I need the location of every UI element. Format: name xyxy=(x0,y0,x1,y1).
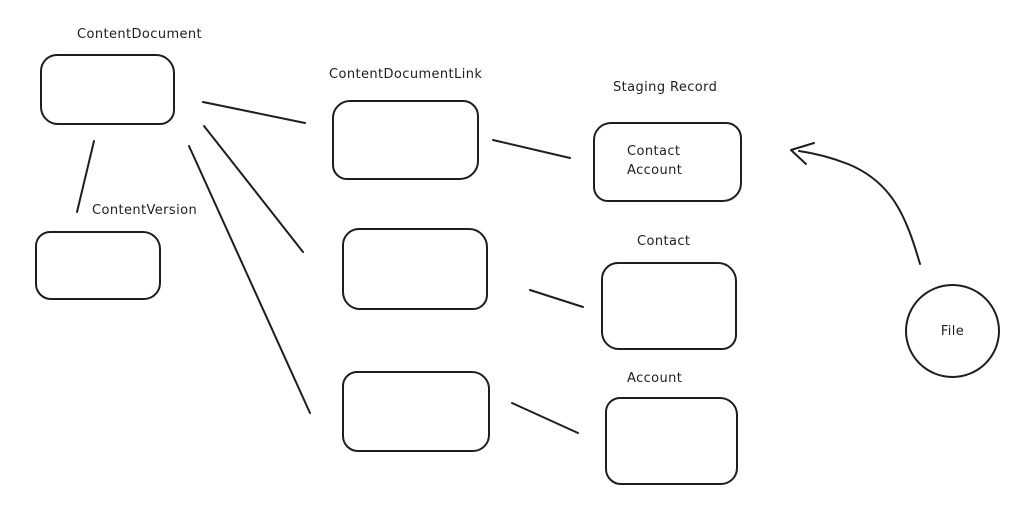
node-file[interactable]: File xyxy=(905,284,1000,378)
node-staging-record[interactable]: Contact Account xyxy=(593,122,742,202)
node-content-document-link-1[interactable] xyxy=(332,100,479,180)
label-content-version: ContentVersion xyxy=(92,203,198,218)
staging-record-line-contact: Contact xyxy=(627,144,681,159)
node-contact[interactable] xyxy=(601,262,737,350)
node-content-document-link-3[interactable] xyxy=(342,371,490,452)
label-staging-record: Staging Record xyxy=(613,80,718,95)
connector-cdl1-staging[interactable] xyxy=(492,139,571,159)
arrowhead-file-to-staging xyxy=(790,142,815,165)
label-content-document-link: ContentDocumentLink xyxy=(329,67,483,82)
arrow-file-to-staging[interactable] xyxy=(798,150,921,265)
staging-record-line-account: Account xyxy=(627,163,683,178)
label-account: Account xyxy=(627,371,683,386)
node-content-document[interactable] xyxy=(40,54,175,125)
node-content-version[interactable] xyxy=(35,231,161,300)
node-content-document-link-2[interactable] xyxy=(342,228,488,310)
label-contact: Contact xyxy=(637,234,691,249)
connector-cdl3-account[interactable] xyxy=(511,402,579,434)
label-content-document: ContentDocument xyxy=(77,27,203,42)
connector-contentdocument-cdl3[interactable] xyxy=(188,145,311,414)
connector-contentdocument-cdl1[interactable] xyxy=(202,101,306,124)
connector-contentdocument-contentversion[interactable] xyxy=(76,140,95,213)
connector-contentdocument-cdl2[interactable] xyxy=(203,125,304,253)
file-label: File xyxy=(940,323,965,339)
node-account[interactable] xyxy=(605,397,738,485)
connector-cdl2-contact[interactable] xyxy=(529,289,584,308)
staging-record-text: Contact Account xyxy=(627,142,682,180)
